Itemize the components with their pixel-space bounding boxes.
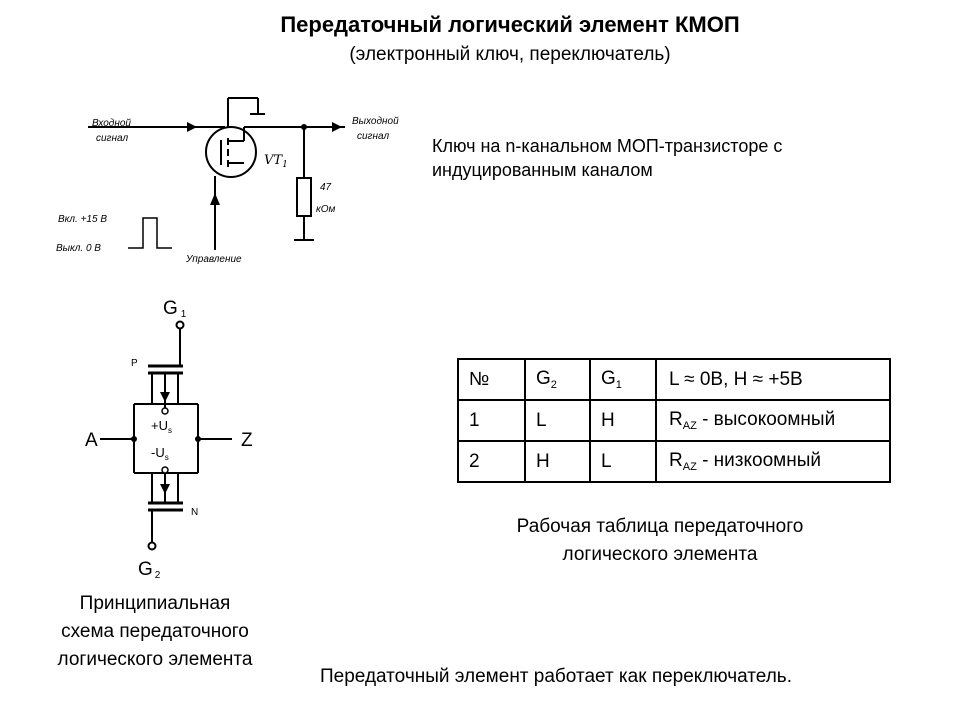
table-row: 1 L H RAZ - высокоомный: [457, 399, 891, 442]
page-title: Передаточный логический элемент КМОП: [280, 12, 740, 37]
row-g2: L: [524, 399, 591, 442]
page-subtitle: (электронный ключ, переключатель): [349, 44, 671, 65]
nmos-description: Ключ на n-канальном МОП-транзисторе с ин…: [432, 134, 782, 182]
control-arrow: [210, 193, 220, 205]
description-line-1: Ключ на n-канальном МОП-транзисторе с: [432, 136, 783, 156]
schema-caption-line-2: схема передаточного: [61, 621, 249, 642]
row-g1: L: [589, 440, 657, 483]
header-g2: G2: [524, 358, 591, 401]
minus-us-label: -Us: [151, 445, 169, 462]
row-num: 2: [457, 440, 526, 483]
input-label-2: сигнал: [96, 133, 128, 144]
n-label: N: [191, 507, 198, 518]
z-label: Z: [241, 430, 253, 451]
table-caption-line-2: логического элемента: [562, 544, 758, 565]
header-levels: L ≈ 0В, H ≈ +5В: [655, 358, 891, 401]
resistor-unit: кОм: [316, 204, 336, 215]
row-num: 1: [457, 399, 526, 442]
input-label-1: Входной: [92, 118, 131, 129]
schema-caption: Принципиальная схема передаточного логич…: [20, 590, 290, 674]
description-line-2: индуцированным каналом: [432, 160, 653, 180]
table-caption: Рабочая таблица передаточного логическог…: [480, 513, 840, 569]
row-state: RAZ - низкоомный: [655, 440, 891, 483]
output-label-2: сигнал: [357, 131, 389, 142]
header-num: №: [457, 358, 526, 401]
table-header-row: № G2 G1 L ≈ 0В, H ≈ +5В: [457, 358, 891, 401]
table-row: 2 H L RAZ - низкоомный: [457, 440, 891, 483]
row-g2: H: [524, 440, 591, 483]
plus-us-label: +Us: [151, 418, 172, 435]
transistor-label: VT1: [264, 153, 288, 170]
schema-caption-line-1: Принципиальная: [79, 593, 231, 614]
row-g1: H: [589, 399, 657, 442]
output-label-1: Выходной: [352, 116, 399, 127]
p-label: P: [131, 358, 138, 369]
low-level-label: Выкл. 0 В: [56, 243, 101, 254]
junction-dot: [301, 124, 307, 130]
schema-caption-line-3: логического элемента: [57, 649, 253, 670]
transistor-body: [205, 126, 257, 178]
high-level-label: Вкл. +15 В: [58, 214, 107, 225]
resistor-value: 47: [320, 182, 332, 193]
header-g1: G1: [589, 358, 657, 401]
table-caption-line-1: Рабочая таблица передаточного: [516, 516, 804, 537]
input-arrow: [187, 122, 197, 132]
control-label: Управление: [185, 254, 242, 265]
row-state: RAZ - высокоомный: [655, 399, 891, 442]
control-pulse: [128, 217, 172, 249]
a-label: A: [85, 430, 98, 451]
truth-table: № G2 G1 L ≈ 0В, H ≈ +5В 1 L H RAZ - высо…: [457, 358, 891, 483]
footer-note: Передаточный элемент работает как перекл…: [320, 666, 792, 687]
